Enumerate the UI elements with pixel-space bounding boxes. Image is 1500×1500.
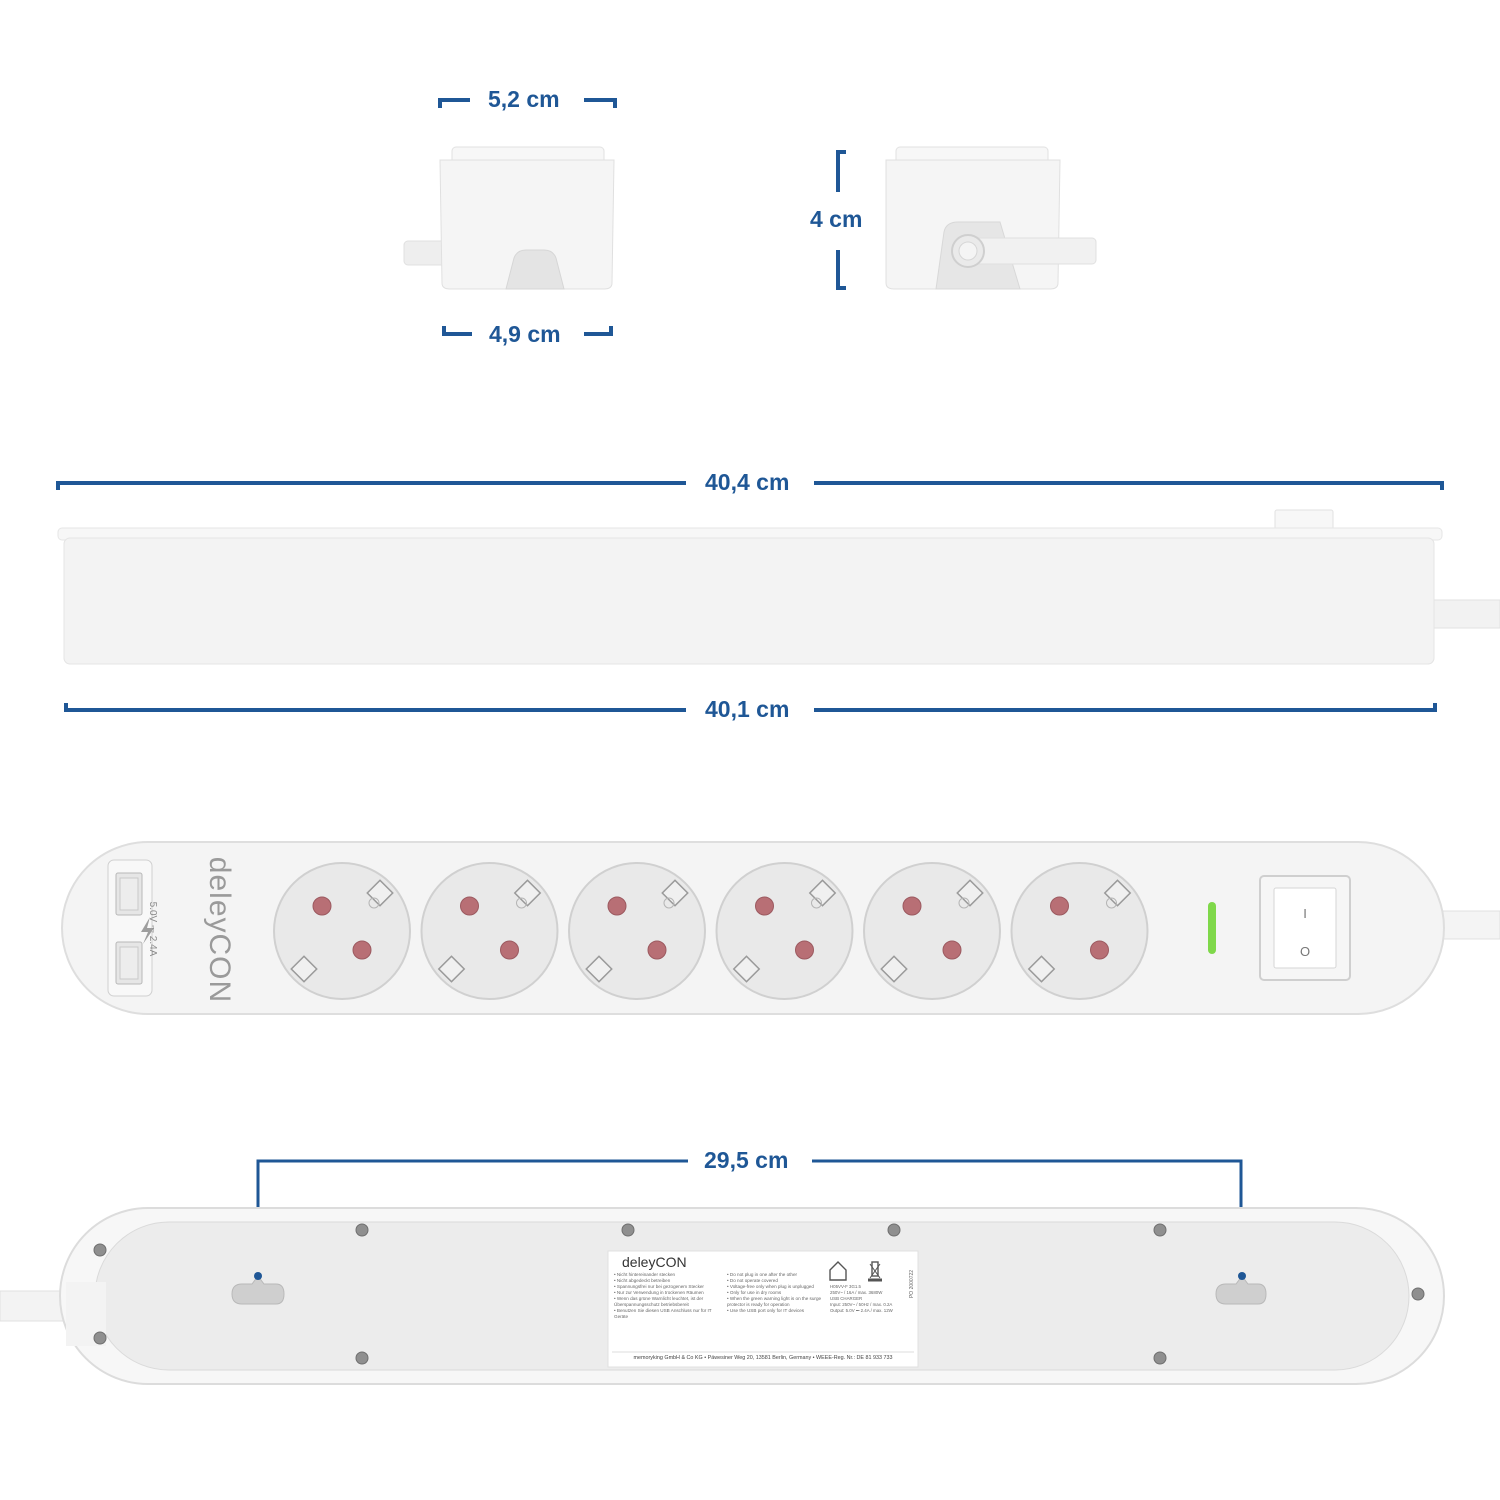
label-line: • Voltage-free only when plug is unplugg…: [727, 1284, 814, 1289]
label-line: • Wenn das grüne Warnlicht leuchtet, ist…: [614, 1296, 704, 1307]
label-instructions-en: • Do not plug in one after the other• Do…: [727, 1272, 827, 1314]
label-line: • Only for use in dry rooms: [727, 1290, 782, 1295]
plug-front-view: [403, 146, 615, 290]
schuko-socket: [863, 862, 1001, 1000]
label-line: • Nicht abgedeckt betreiben: [614, 1278, 671, 1283]
schuko-socket: [1010, 862, 1149, 1000]
label-instructions-de: • Nicht hintereinander stecken• Nicht ab…: [614, 1272, 722, 1320]
screw-head: [1153, 1351, 1167, 1365]
brand-logo-top: deleyCON: [203, 856, 236, 1004]
label-spec-line: Input: 250V~ / 50Hz / max. 0.2A: [830, 1302, 893, 1307]
mount-hole-spacing-label: 29,5 cm: [704, 1147, 789, 1173]
strip-body-length-label: 40,1 cm: [705, 696, 790, 722]
label-line: • Benutzen Sie diesen USB Anschluss nur …: [614, 1308, 712, 1319]
screw-head: [1153, 1223, 1167, 1237]
label-line: • When the green warning light is on the…: [727, 1296, 822, 1307]
label-line: • Nur zur Verwendung in trockenen Räumen: [614, 1290, 704, 1295]
plug-top-width-dimension: [438, 98, 617, 336]
usb-rating-text: 5.0V ⎓ 2.4A: [147, 901, 158, 957]
screw-head: [1411, 1287, 1425, 1301]
switch-on-mark: I: [1303, 906, 1307, 921]
label-footer: memoryking GmbH & Co KG • Päwesiner Weg …: [633, 1355, 893, 1361]
label-po-number: PO 2000722: [909, 1269, 915, 1299]
label-spec-line: Output: 5.0V ⎓ 2.4A / max. 12W: [830, 1308, 893, 1313]
schuko-socket: [715, 862, 854, 1000]
screw-head: [93, 1331, 107, 1345]
surge-indicator-light: [1208, 902, 1216, 954]
schuko-socket: [420, 862, 559, 1000]
label-spec-line: USB CHARGER: [830, 1296, 863, 1301]
schuko-socket: [273, 862, 411, 1000]
screw-head: [621, 1223, 635, 1237]
label-line: • Use the USB port only for IT devices: [727, 1308, 805, 1313]
screw-head: [355, 1223, 369, 1237]
plug-top-width-label: 5,2 cm: [488, 86, 560, 112]
power-switch: [1259, 875, 1351, 981]
socket-row: [273, 862, 1149, 1000]
label-spec-line: H05VV-F 3G1.5: [830, 1284, 861, 1289]
label-spec-line: 250V~ / 16A / max. 3680W: [830, 1290, 883, 1295]
usb-port-block: [107, 859, 154, 997]
plug-height-label: 4 cm: [810, 206, 863, 232]
rating-label-background: [607, 1250, 919, 1368]
screw-head: [887, 1223, 901, 1237]
screw-head: [355, 1351, 369, 1365]
strip-side-view: [57, 509, 1500, 665]
certification-marks: [829, 1261, 882, 1282]
plug-height-dimension: [836, 150, 846, 290]
label-brand: deleyCON: [622, 1254, 687, 1270]
strip-top-length-label: 40,4 cm: [705, 469, 790, 495]
label-line: • Nicht hintereinander stecken: [614, 1272, 676, 1277]
label-line: • Do not operate covered: [727, 1278, 778, 1283]
switch-off-mark: O: [1299, 944, 1311, 959]
plug-side-view: [885, 146, 1097, 290]
label-line: • Do not plug in one after the other: [727, 1272, 798, 1277]
strip-top-length-dimension: [56, 481, 1444, 490]
plug-bottom-width-label: 4,9 cm: [489, 321, 561, 347]
strip-body-length-dimension: [64, 703, 1437, 712]
label-line: • Spannungsfrei nur bei gezogenem Stecke…: [614, 1284, 704, 1289]
screw-head: [93, 1243, 107, 1257]
schuko-socket: [568, 862, 706, 1000]
